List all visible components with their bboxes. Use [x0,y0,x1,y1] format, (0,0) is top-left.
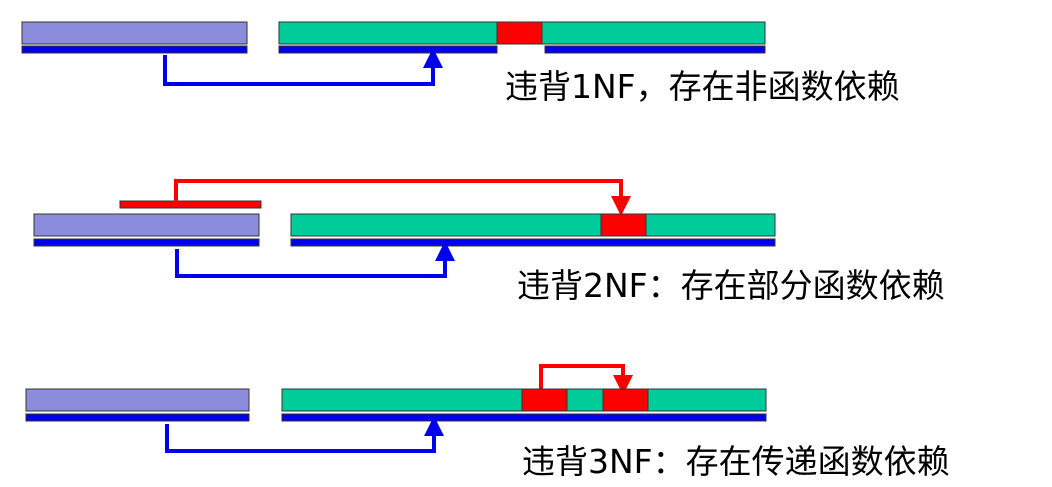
partial-key-bar [119,200,262,209]
partial-dependency-arrow [174,179,631,216]
row-caption: 违背1NF，存在非函数依赖 [505,67,900,106]
dependency-arrow [165,416,444,453]
dependency-arrow [175,241,455,278]
nonkey-underline [281,413,767,422]
row-caption: 违背2NF：存在部分函数依赖 [517,266,945,305]
row-caption: 违背3NF：存在传递函数依赖 [522,442,950,481]
key-underline [25,413,250,422]
dependency-cell [602,388,649,412]
determinant-cell [521,388,568,412]
key-underline [33,238,260,247]
transitive-dependency-arrow [539,364,633,395]
key-attribute-bar [33,213,260,237]
key-attribute-bar [25,388,250,412]
row-3nf: 违背3NF：存在传递函数依赖 [25,364,950,481]
nonkey-underline-left [278,45,498,54]
row-1nf: 违背1NF，存在非函数依赖 [21,21,900,106]
dependency-cell [496,21,543,45]
row-2nf: 违背2NF：存在部分函数依赖 [33,179,945,305]
dependency-arrow [163,48,443,86]
key-underline [21,45,248,54]
key-attribute-bar [21,21,248,45]
nonkey-underline-right [544,45,766,54]
nonkey-underline [290,238,776,247]
dependency-cell [600,213,647,237]
nonkey-attribute-bar [290,213,776,237]
